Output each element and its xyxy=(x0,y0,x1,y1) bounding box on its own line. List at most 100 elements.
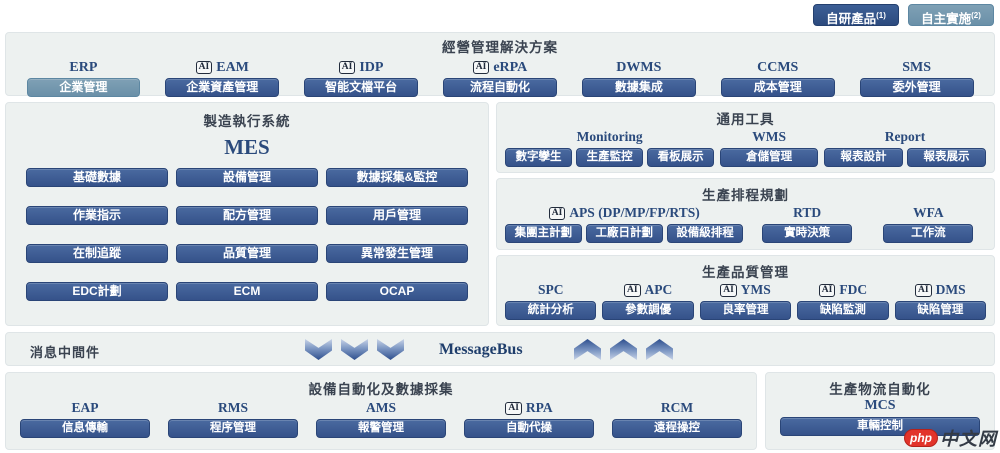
erp-module-button[interactable]: 企業管理 xyxy=(26,78,141,97)
report-chips: 報表設計 報表展示 xyxy=(824,148,986,167)
sms-module-button[interactable]: 委外管理 xyxy=(859,78,974,97)
middle-right-column: 通用工具 Monitoring 數字孿生 生產監控 看板展示 WMS 倉儲管理 xyxy=(496,102,995,326)
arrows-up xyxy=(574,339,673,360)
aps-chips: 集團主計劃 工廠日計劃 設備級排程 xyxy=(505,224,744,244)
mes-module-button[interactable]: 異常發生管理 xyxy=(326,244,468,263)
mes-module-button[interactable]: 配方管理 xyxy=(176,206,318,225)
ccms-module-button[interactable]: 成本管理 xyxy=(720,78,835,97)
rcm-chips: 遠程操控 xyxy=(611,419,743,438)
monitoring-module-button[interactable]: 生產監控 xyxy=(576,148,644,167)
report-module-button[interactable]: 報表設計 xyxy=(824,148,904,167)
rcm-module-button[interactable]: 遠程操控 xyxy=(611,419,743,438)
mes-module-button[interactable]: 在制追蹤 xyxy=(26,244,168,263)
mes-module-button[interactable]: 基礎數據 xyxy=(26,168,168,187)
rtd-chips: 實時決策 xyxy=(762,224,853,244)
yms-module-button[interactable]: 良率管理 xyxy=(699,300,792,320)
wms-chips: 倉儲管理 xyxy=(720,148,819,167)
eap-chips: 信息傳輸 xyxy=(19,419,151,438)
message-middleware-label: 消息中間件 xyxy=(30,345,101,360)
general-tools-title: 通用工具 xyxy=(716,112,775,127)
eap-module-button[interactable]: 信息傳輸 xyxy=(19,419,151,438)
equipment-automation-title: 設備自動化及數據採集 xyxy=(308,382,454,397)
section-message-middleware: 消息中間件 MessageBus xyxy=(5,332,995,366)
chevron-up-icon xyxy=(574,339,601,360)
aps-acronym: APS (DP/MP/FP/RTS) xyxy=(569,205,700,221)
monitoring-heading: Monitoring xyxy=(576,129,643,144)
group-rtd: RTD 實時決策 xyxy=(749,205,864,244)
chevron-down-icon xyxy=(377,339,404,360)
idp-module-button[interactable]: 智能文檔平台 xyxy=(304,78,419,97)
ai-icon: AI xyxy=(338,61,356,74)
report-heading: Report xyxy=(884,129,926,144)
erpa-module-button[interactable]: 流程自動化 xyxy=(443,78,557,97)
mes-module-button[interactable]: 作業指示 xyxy=(26,206,168,225)
ai-icon: AI xyxy=(505,402,522,415)
apc-module-button[interactable]: 參數調優 xyxy=(602,300,694,320)
sms-acronym: SMS xyxy=(902,60,931,75)
chevron-down-icon xyxy=(305,339,332,360)
spc-heading: SPC xyxy=(537,281,564,297)
chevron-up-icon xyxy=(610,339,637,360)
eap-heading: EAP xyxy=(71,400,99,415)
rtd-module-button[interactable]: 實時決策 xyxy=(762,224,853,244)
mes-module-button[interactable]: ECM xyxy=(176,282,318,301)
rms-module-button[interactable]: 程序管理 xyxy=(167,419,299,438)
spc-module-button[interactable]: 統計分析 xyxy=(505,300,597,320)
wfa-chips: 工作流 xyxy=(883,224,974,244)
chevron-up-icon xyxy=(646,339,673,360)
fdc-module-button[interactable]: 缺陷監測 xyxy=(797,300,889,320)
monitoring-module-button[interactable]: 看板展示 xyxy=(647,148,715,167)
mes-module-button[interactable]: 用戶管理 xyxy=(326,206,468,225)
mes-module-button[interactable]: OCAP xyxy=(326,282,468,301)
dms-module-button[interactable]: 缺陷管理 xyxy=(894,300,987,320)
aps-module-button[interactable]: 集團主計劃 xyxy=(505,224,582,244)
dwms-acronym: DWMS xyxy=(616,60,662,75)
apc-chips: 參數調優 xyxy=(602,300,694,320)
dwms-heading: DWMS xyxy=(616,58,661,76)
aps-module-button[interactable]: 設備級排程 xyxy=(666,224,744,244)
production-quality-title: 生產品質管理 xyxy=(702,264,789,280)
rpa-module-button[interactable]: 自動代操 xyxy=(463,419,595,438)
rcm-heading: RCM xyxy=(660,400,694,415)
group-rms: RMS 程序管理 xyxy=(162,400,304,438)
mes-module-button[interactable]: 數據採集&監控 xyxy=(326,168,468,187)
eam-acronym: EAM xyxy=(216,60,249,75)
wfa-module-button[interactable]: 工作流 xyxy=(883,224,974,244)
mes-module-button[interactable]: EDC計劃 xyxy=(26,282,168,301)
yms-acronym: YMS xyxy=(740,281,771,297)
ai-icon: AI xyxy=(818,283,836,297)
mes-module-button[interactable]: 設備管理 xyxy=(176,168,318,187)
column-ccms: CCMS 成本管理 xyxy=(708,58,847,97)
section-business-management-title: 經營管理解決方案 xyxy=(442,40,558,55)
dwms-module-button[interactable]: 數據集成 xyxy=(581,78,696,97)
aps-module-button[interactable]: 工廠日計劃 xyxy=(585,224,663,244)
legend-self-developed-button[interactable]: 自研產品(1) xyxy=(813,4,899,26)
php-logo-icon: php xyxy=(904,429,938,447)
group-eap: EAP 信息傳輸 xyxy=(14,400,156,438)
eam-module-button[interactable]: 企業資產管理 xyxy=(165,78,280,97)
ams-module-button[interactable]: 報警管理 xyxy=(315,419,447,438)
monitoring-chips: 數字孿生 生產監控 看板展示 xyxy=(505,148,715,167)
wms-module-button[interactable]: 倉儲管理 xyxy=(720,148,819,167)
monitoring-module-button[interactable]: 數字孿生 xyxy=(505,148,573,167)
mes-module-button[interactable]: 品質管理 xyxy=(176,244,318,263)
section-mes: 製造執行系統 MES 基礎數據 設備管理 數據採集&監控 作業指示 配方管理 用… xyxy=(5,102,489,326)
legend-self-implemented-button[interactable]: 自主實施(2) xyxy=(908,4,994,26)
bottom-row: 設備自動化及數據採集 EAP 信息傳輸 RMS 程序管理 AMS 報警管理 AI… xyxy=(5,372,995,450)
report-module-button[interactable]: 報表展示 xyxy=(907,148,986,167)
